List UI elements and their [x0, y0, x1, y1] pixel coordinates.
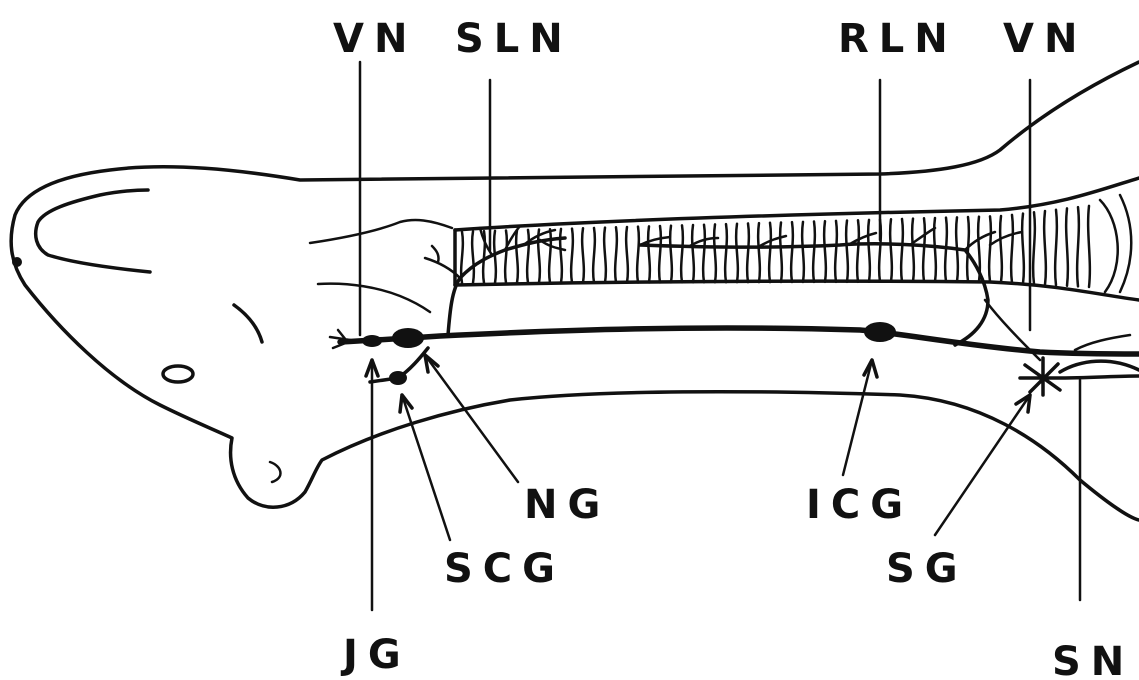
trachea-ring: [516, 230, 518, 283]
trachea-ring: [802, 222, 804, 282]
trachea-ring: [626, 227, 628, 283]
trachea-top-edge: [455, 178, 1139, 230]
trachea-ring: [472, 231, 474, 282]
vagus-nerve: [330, 322, 1139, 395]
trachea-ring: [1077, 207, 1079, 286]
label-jg: JG: [340, 632, 411, 678]
trachea-ring: [1033, 212, 1035, 284]
upper-contour-line: [310, 220, 452, 243]
trachea-ring: [824, 221, 826, 282]
lower-contour-line: [318, 284, 430, 312]
label-sln: SLN: [455, 16, 573, 62]
leader-sg: [935, 395, 1030, 535]
vagus-trunk: [340, 328, 1139, 354]
label-sg: SG: [886, 546, 968, 592]
trachea-ring: [681, 225, 683, 282]
trachea-ring: [747, 223, 749, 282]
trachea-ring: [769, 223, 771, 282]
label-icg: ICG: [806, 482, 913, 528]
trachea-ring: [1044, 211, 1046, 285]
leader-icg: [843, 360, 872, 475]
trachea-ring: [582, 228, 584, 282]
label-vn-left: VN: [333, 16, 417, 62]
label-scg: SCG: [444, 546, 565, 592]
superior-cervical-ganglion: [389, 371, 407, 385]
trachea-ring: [703, 225, 705, 283]
trachea-ring: [725, 224, 727, 282]
trachea-ring: [1066, 208, 1068, 285]
trachea-ring: [615, 227, 617, 282]
trachea-ring: [912, 219, 914, 282]
trachea-ring: [736, 224, 738, 282]
trachea-ring: [846, 221, 848, 282]
trachea-ring: [604, 228, 606, 283]
trachea-ring: [780, 222, 782, 282]
trachea-ring: [923, 218, 925, 281]
trachea-ring: [1022, 214, 1024, 284]
trachea-ring: [494, 231, 496, 283]
leader-ng: [425, 355, 518, 482]
trachea-ring: [1055, 210, 1057, 285]
trachea-ring: [659, 226, 661, 282]
cheek-mark: [234, 305, 262, 342]
leader-scg: [402, 395, 450, 540]
cardiac-branch: [1075, 335, 1130, 350]
trachea-ring: [758, 223, 760, 282]
trachea-ring: [901, 219, 903, 282]
snout-tip-dot: [12, 257, 22, 267]
trachea-ring: [1011, 215, 1013, 283]
snout-inner-contour: [36, 190, 150, 272]
neck-contours: [310, 220, 452, 312]
trachea-ring: [593, 228, 595, 283]
trachea-bottom-edge: [455, 281, 1139, 300]
trachea-ring: [1000, 216, 1002, 282]
trachea-ring: [945, 218, 947, 282]
lower-jaw-mark: [270, 462, 280, 482]
trachea-ring: [714, 224, 716, 282]
inferior-cervical-ganglion: [864, 322, 896, 342]
trachea-ring: [857, 220, 859, 282]
head-outline: [11, 62, 1139, 520]
trachea-ring: [648, 226, 650, 282]
trachea-ring: [692, 225, 694, 282]
label-ng: NG: [524, 482, 610, 528]
trachea-ring: [868, 220, 870, 282]
label-rln: RLN: [838, 16, 958, 62]
bronchi-fan: [1100, 195, 1131, 292]
head-outline-path: [11, 62, 1139, 520]
trachea-ring: [989, 216, 991, 281]
trachea-ring: [670, 226, 672, 283]
trachea-ring: [637, 227, 639, 283]
trachea-ring: [505, 231, 507, 283]
trachea-ring: [890, 219, 892, 281]
trachea-ring: [527, 230, 529, 283]
trachea-ring: [571, 229, 573, 283]
jugular-ganglion: [362, 335, 382, 347]
trachea-ring: [791, 222, 793, 282]
trachea-ring: [538, 230, 540, 283]
trachea-ring: [1088, 206, 1090, 287]
label-vn-right: VN: [1003, 16, 1087, 62]
trachea-ring: [813, 222, 815, 282]
vagus-root-branches: [330, 330, 350, 348]
nodose-ganglion: [392, 328, 424, 348]
label-sn: SN: [1052, 639, 1134, 680]
trachea-ring: [549, 229, 551, 283]
eye-icon: [163, 366, 193, 382]
trachea-ring: [835, 221, 837, 282]
